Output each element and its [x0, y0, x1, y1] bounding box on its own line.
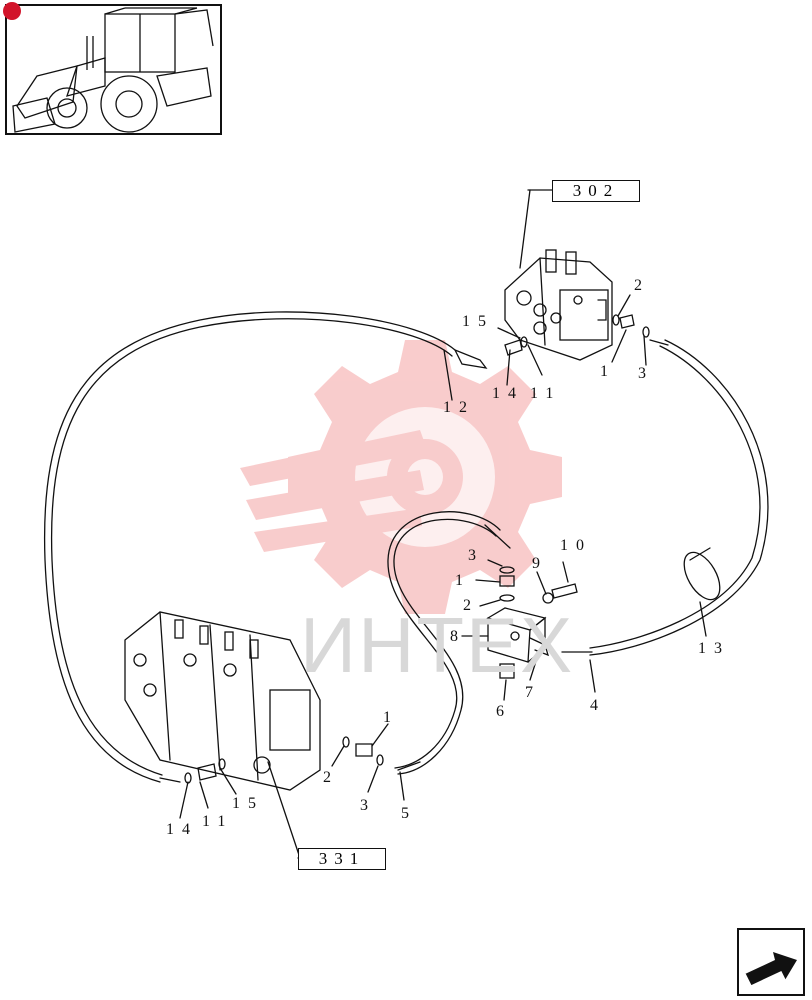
callout-15-top: 15: [462, 313, 494, 330]
callout-2-mid: 2: [463, 597, 471, 614]
callout-15-bot: 15: [232, 795, 264, 812]
callout-3-bot: 3: [360, 797, 368, 814]
callout-3-top: 3: [638, 365, 646, 382]
callout-2-bot: 2: [323, 769, 331, 786]
reference-331[interactable]: 331: [298, 848, 386, 870]
reference-302[interactable]: 302: [552, 180, 640, 202]
callout-6: 6: [496, 703, 504, 720]
callout-10: 10: [560, 537, 592, 554]
watermark-gear-icon: [240, 340, 562, 614]
bottom-control-valve: [124, 611, 321, 791]
hose-12: [43, 311, 456, 783]
distribution-block: [486, 607, 547, 663]
callout-11-top: 11: [530, 385, 561, 402]
hose-5: [387, 511, 501, 769]
callout-8: 8: [450, 628, 458, 645]
callout-13: 13: [698, 640, 730, 657]
top-control-valve: [504, 249, 613, 361]
next-page-button[interactable]: [737, 928, 805, 996]
callout-3-mid: 3: [468, 547, 476, 564]
callout-11-bot: 11: [202, 813, 233, 830]
callout-4: 4: [590, 697, 598, 714]
callout-9: 9: [532, 555, 540, 572]
callout-1-top: 1: [600, 363, 608, 380]
hose-13: [589, 339, 769, 656]
watermark-text: ИНТЕХ: [300, 601, 575, 689]
brand-mark: [3, 2, 21, 20]
callout-14-bot: 14: [166, 821, 198, 838]
callout-14-top: 14: [492, 385, 524, 402]
backhoe-loader-icon: [12, 7, 214, 133]
callout-12: 12: [443, 399, 475, 416]
next-page-arrow-icon: [744, 952, 797, 987]
callout-1-mid: 1: [455, 572, 463, 589]
callout-5: 5: [401, 805, 409, 822]
callout-7: 7: [525, 684, 533, 701]
callout-1-bot: 1: [383, 709, 391, 726]
machine-thumbnail[interactable]: [3, 2, 222, 135]
callout-2-top: 2: [634, 277, 642, 294]
